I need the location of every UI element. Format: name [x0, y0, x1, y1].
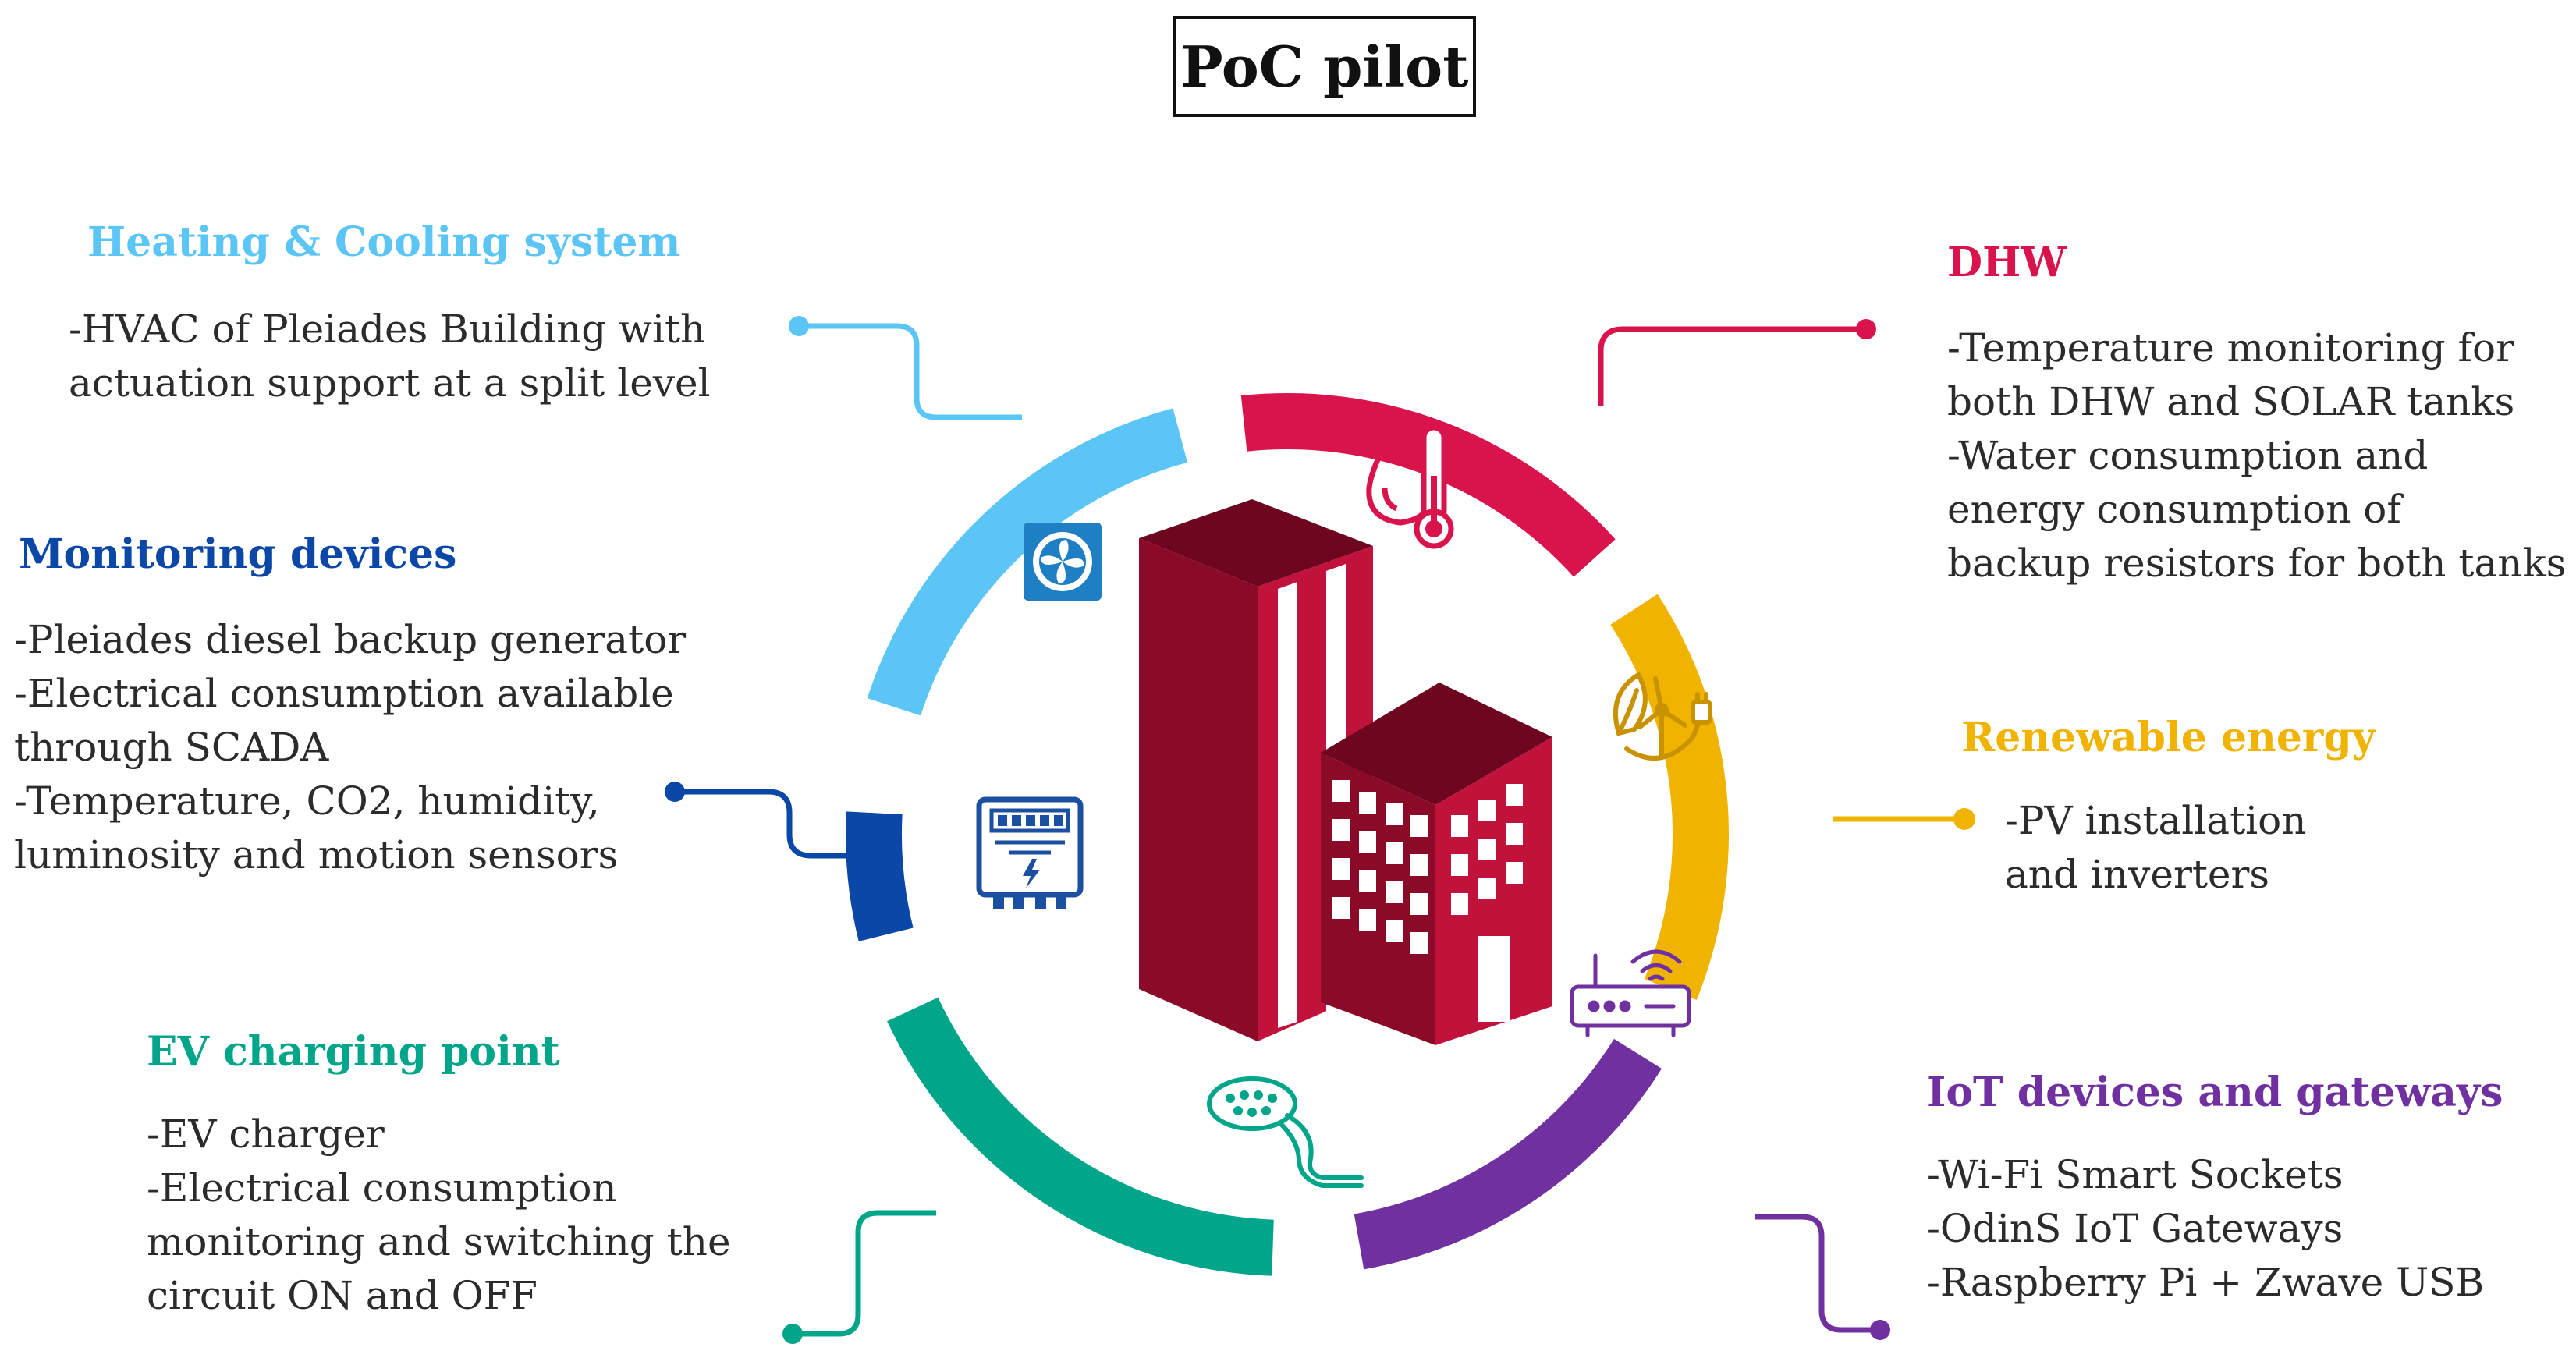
iot-connector [1755, 1214, 1872, 1333]
heating-arc [867, 408, 1188, 716]
dhw-line: energy consumption of [1947, 487, 2401, 532]
heating-heading: Heating & Cooling system [87, 218, 681, 266]
monitoring-line: -Electrical consumption available [14, 671, 674, 716]
monitoring-heading: Monitoring devices [19, 530, 457, 578]
ev-line: -Electrical consumption [147, 1165, 617, 1211]
heating-line: -HVAC of Pleiades Building with [69, 307, 706, 352]
router-icon [1570, 949, 1691, 1037]
renewable-line: and inverters [2005, 852, 2270, 897]
ev-line: circuit ON and OFF [147, 1273, 538, 1318]
heating-description: -HVAC of Pleiades Building with actuatio… [69, 303, 711, 410]
renewable-line: -PV installation [2005, 798, 2307, 843]
dhw-line: -Temperature monitoring for [1947, 325, 2514, 370]
renewable-connector-dot [1953, 808, 1975, 830]
dhw-line: -Water consumption and [1947, 433, 2429, 478]
ev-arc [887, 997, 1274, 1276]
iot-arc [1354, 1038, 1662, 1270]
fan-icon [1024, 523, 1102, 601]
heating-connector-dot [789, 316, 809, 336]
renewable-heading: Renewable energy [1961, 714, 2376, 761]
ev-line: monitoring and switching the [147, 1219, 731, 1264]
monitoring-line: through SCADA [14, 725, 329, 770]
ev-description: -EV charger -Electrical consumption moni… [147, 1108, 731, 1323]
monitoring-line: luminosity and motion sensors [14, 832, 619, 878]
building-icon [1139, 499, 1552, 1045]
dhw-line: backup resistors for both tanks [1947, 541, 2567, 586]
ev-connector-dot [782, 1324, 803, 1344]
iot-line: -Raspberry Pi + Zwave USB [1927, 1260, 2485, 1305]
heating-line: actuation support at a split level [69, 360, 711, 406]
monitoring-connector-dot [665, 782, 685, 802]
renewable-description: -PV installation and inverters [2005, 794, 2306, 902]
dhw-connector [1598, 326, 1866, 406]
monitoring-connector [675, 789, 850, 859]
water-thermometer-icon [1366, 418, 1454, 549]
ev-connector [796, 1210, 936, 1337]
iot-line: -OdinS IoT Gateways [1927, 1206, 2344, 1251]
dhw-description: -Temperature monitoring for both DHW and… [1947, 321, 2566, 590]
page-title: PoC pilot [1180, 33, 1469, 100]
renewable-arc [1610, 594, 1729, 1000]
dhw-line: both DHW and SOLAR tanks [1947, 379, 2515, 424]
ev-plug-icon [1207, 1076, 1364, 1188]
iot-description: -Wi-Fi Smart Sockets -OdinS IoT Gateways… [1927, 1148, 2484, 1310]
heating-connector [799, 323, 1022, 420]
title-box: PoC pilot [1173, 16, 1476, 117]
monitoring-description: -Pleiades diesel backup generator -Elect… [14, 613, 686, 882]
monitoring-line: -Temperature, CO2, humidity, [14, 778, 600, 824]
iot-line: -Wi-Fi Smart Sockets [1927, 1152, 2344, 1197]
dhw-heading: DHW [1947, 239, 2067, 286]
wind-leaf-plug-icon [1613, 671, 1712, 760]
electric-meter-icon [976, 796, 1084, 909]
ev-line: -EV charger [147, 1112, 385, 1157]
dhw-connector-dot [1856, 319, 1876, 339]
iot-connector-dot [1870, 1320, 1890, 1340]
ev-heading: EV charging point [147, 1028, 560, 1076]
iot-heading: IoT devices and gateways [1927, 1069, 2503, 1116]
monitoring-arc [846, 811, 914, 941]
monitoring-line: -Pleiades diesel backup generator [14, 617, 687, 662]
